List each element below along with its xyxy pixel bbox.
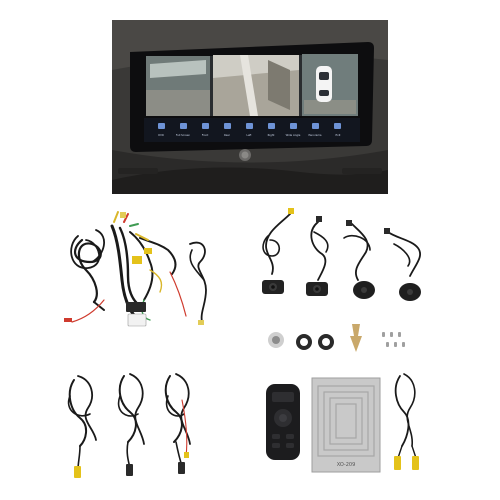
mounting-accessories [268, 324, 405, 352]
menu-label: Rear [224, 133, 231, 137]
screws [382, 332, 405, 347]
camera-connectors [288, 208, 390, 234]
remote-control [266, 384, 300, 460]
menu-label: Full Screen [176, 133, 191, 137]
harness-connectors [64, 212, 204, 327]
menu-label: Exit [336, 133, 341, 137]
video-rca-plugs [394, 456, 419, 470]
camera-heads [262, 280, 421, 301]
menu-label: Panorama [308, 133, 321, 137]
extension-cables [67, 373, 191, 471]
ecu-model-label: XO-209 [337, 462, 356, 468]
hole-saw-drill [350, 324, 362, 352]
video-output-cable [394, 373, 417, 459]
rca-plugs [74, 452, 189, 478]
harness-plug [126, 302, 146, 312]
menu-icons [158, 123, 341, 129]
menu-labels: DVR Full Screen Front Rear Left Right Wi… [158, 133, 340, 137]
menu-label: DVR [158, 133, 164, 137]
ecu-box: XO-209 [311, 377, 381, 473]
harness-plug [127, 313, 147, 327]
infotainment-screen: DVR Full Screen Front Rear Left Right Wi… [130, 42, 374, 152]
menu-bar [144, 118, 360, 142]
camera-set [262, 213, 422, 281]
menu-label: Wide Angle [286, 133, 301, 137]
menu-label: Front [202, 133, 209, 137]
car-top-icon [316, 66, 332, 102]
menu-label: Left [247, 133, 252, 137]
menu-label: Right [268, 133, 275, 137]
